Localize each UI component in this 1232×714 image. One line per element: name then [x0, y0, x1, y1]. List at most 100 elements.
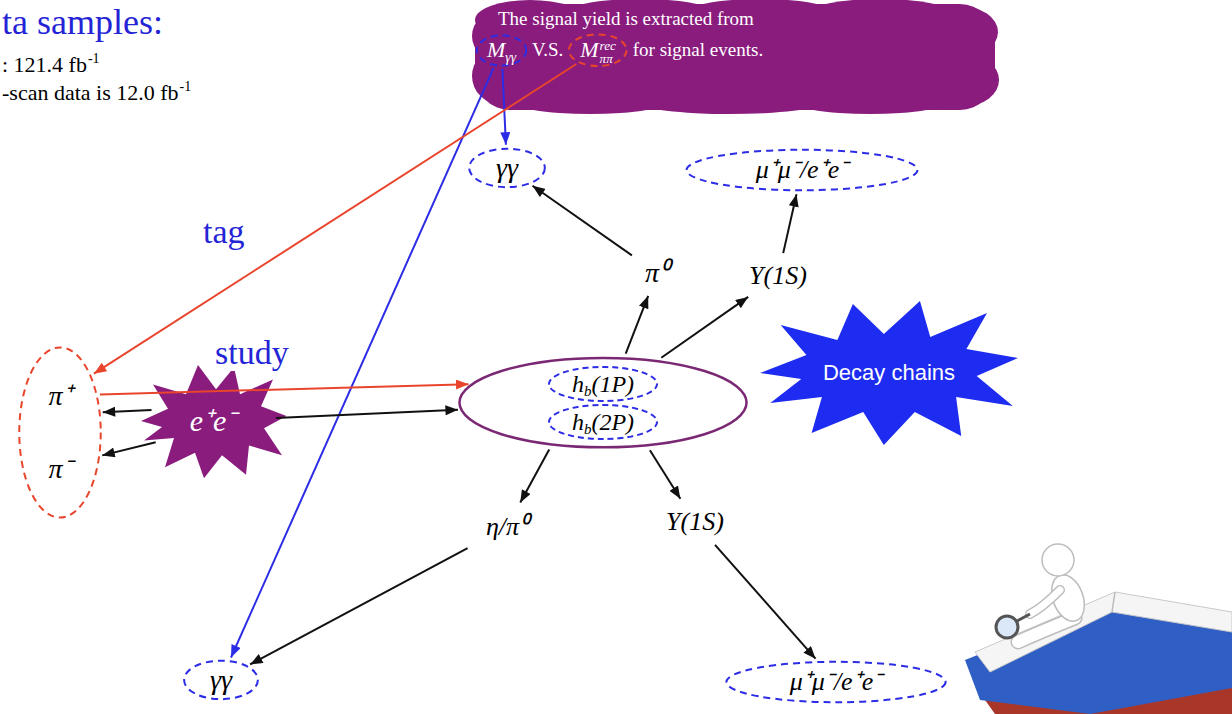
cloud-text-slot: V.S. — [532, 39, 563, 61]
math-subscript: γγ — [505, 50, 516, 66]
cloud-text: for signal events. — [633, 39, 763, 60]
book-spine — [1112, 592, 1115, 612]
arrow-connector — [533, 186, 632, 256]
arrow-connector — [103, 410, 152, 412]
data-sample-note: -scan data is 12.0 fb — [2, 80, 179, 105]
node-text-group: π⁰ — [645, 257, 669, 289]
state-symbol: h — [572, 409, 584, 435]
node-text-group: γγ — [496, 152, 518, 184]
ellipse-outline — [469, 149, 545, 187]
arrow-label: study — [212, 334, 292, 371]
math-subscript: ππ — [600, 52, 613, 65]
state-label: (1P) — [591, 371, 634, 397]
arrow-connector — [94, 64, 576, 374]
arrow-connector — [276, 410, 458, 418]
arrow-connector — [661, 297, 748, 358]
signal-yield-cloud: The signal yield is extracted fromV.S.fo… — [470, 0, 1000, 115]
pi0-particle: π⁰ — [636, 255, 678, 291]
node-label: μ⁺μ⁻/e⁺e⁻ — [756, 155, 848, 185]
arrow-connector — [102, 442, 156, 455]
node-label: γγ — [496, 152, 518, 184]
arrow-connector — [626, 296, 649, 354]
cloud-text: V.S. — [532, 39, 563, 60]
upsilon-particle: Υ(1S) — [738, 258, 818, 294]
cloud-bump — [510, 86, 670, 114]
node-text-group: Υ(1S) — [749, 261, 807, 291]
arrow-connector — [250, 548, 468, 664]
math-symbol: M — [580, 37, 598, 62]
pion-pair-tag: π⁺ π⁻ — [18, 340, 102, 525]
label-slot: : 121.4 fb — [2, 52, 87, 77]
node-outline — [455, 354, 751, 451]
state-symbol: h — [572, 371, 584, 397]
node-label: γγ — [210, 664, 232, 696]
section-heading: ta samples: — [2, 2, 163, 42]
ellipse-outline — [19, 347, 100, 517]
state-highlight-oval: hb(2P) — [548, 404, 658, 440]
ellipse-outline — [569, 34, 627, 66]
node-label: η/π⁰ — [486, 512, 528, 542]
star-burst — [760, 301, 1018, 445]
label-slot: tag — [200, 212, 248, 251]
node-text-group: Mγγ — [487, 37, 516, 62]
lepton-pair-final-state: μ⁺μ⁻/e⁺e⁻ — [683, 148, 921, 192]
decay-chains-star: Decay chains — [760, 298, 1018, 448]
node-label: π⁻ — [48, 453, 71, 485]
math-symbol: M — [487, 37, 505, 62]
node-label: Decay chains — [823, 360, 955, 385]
state-label: (2P) — [591, 409, 634, 435]
node-outline — [18, 340, 102, 525]
unit-superscript: -1 — [180, 79, 192, 94]
m-pipi-rec-term: Mrecππ — [568, 33, 627, 67]
node-text-group: γγ — [210, 664, 232, 696]
node-label: π⁺ — [48, 380, 71, 412]
lepton-pair-final-state: μ⁺μ⁻/e⁺e⁻ — [723, 660, 949, 704]
cloud-text-slot: for signal events. — [633, 39, 763, 61]
ellipse-outline — [184, 661, 258, 699]
state-subscript: b — [584, 421, 591, 437]
node-text-group: hb(1P)hb(2P) — [548, 366, 658, 441]
node-text-group: η/π⁰ — [486, 512, 528, 542]
node-label: e⁺e⁻ — [190, 404, 237, 439]
script-stack: recππ — [600, 39, 616, 65]
reader-legs — [1018, 618, 1075, 642]
reader-head — [1042, 544, 1074, 576]
node-label: μ⁺μ⁻/e⁺e⁻ — [790, 667, 882, 697]
node-text-group: Mrecππ — [580, 37, 616, 63]
reader-legs-outline — [1018, 618, 1075, 642]
math-superscript: rec — [600, 39, 616, 52]
state-subscript: b — [584, 383, 591, 399]
label-slot: -1 — [88, 49, 100, 67]
unit-superscript: -1 — [88, 51, 100, 66]
arrow-connector — [520, 450, 549, 503]
node-text-group: Decay chains — [823, 360, 955, 385]
node-label: Υ(1S) — [666, 507, 724, 537]
m-gamma-gamma-term: Mγγ — [476, 34, 527, 67]
node-label: Υ(1S) — [749, 261, 807, 291]
ellipse-outline — [726, 662, 945, 702]
node-text-group: μ⁺μ⁻/e⁺e⁻ — [756, 155, 848, 185]
state-highlight-oval: hb(1P) — [548, 366, 658, 402]
label-slot: study — [212, 333, 292, 372]
label-slot: -1 — [180, 77, 192, 95]
label-slot: ta samples: — [2, 2, 163, 43]
cloud-bump — [922, 6, 998, 58]
arrow-connector — [783, 194, 796, 253]
gamma-gamma-final-state: γγ — [183, 659, 259, 701]
collision-star: e⁺e⁻ — [138, 360, 288, 482]
ellipse-outline — [459, 358, 746, 447]
node-label: π⁰ — [645, 257, 669, 289]
ellipse-outline — [687, 150, 918, 190]
ellipse-outline — [477, 35, 527, 65]
node-text-group: Υ(1S) — [666, 507, 724, 537]
node-text-group: π⁺ π⁻ — [48, 380, 71, 484]
magnifier-lens — [996, 616, 1018, 638]
star-burst — [141, 365, 287, 478]
gamma-gamma-final-state: γγ — [468, 147, 546, 189]
hb-states-ellipse: hb(1P)hb(2P) — [455, 354, 751, 451]
book-pages — [975, 592, 1232, 672]
arrow-connector — [650, 450, 681, 499]
arrow-connector — [715, 545, 816, 659]
